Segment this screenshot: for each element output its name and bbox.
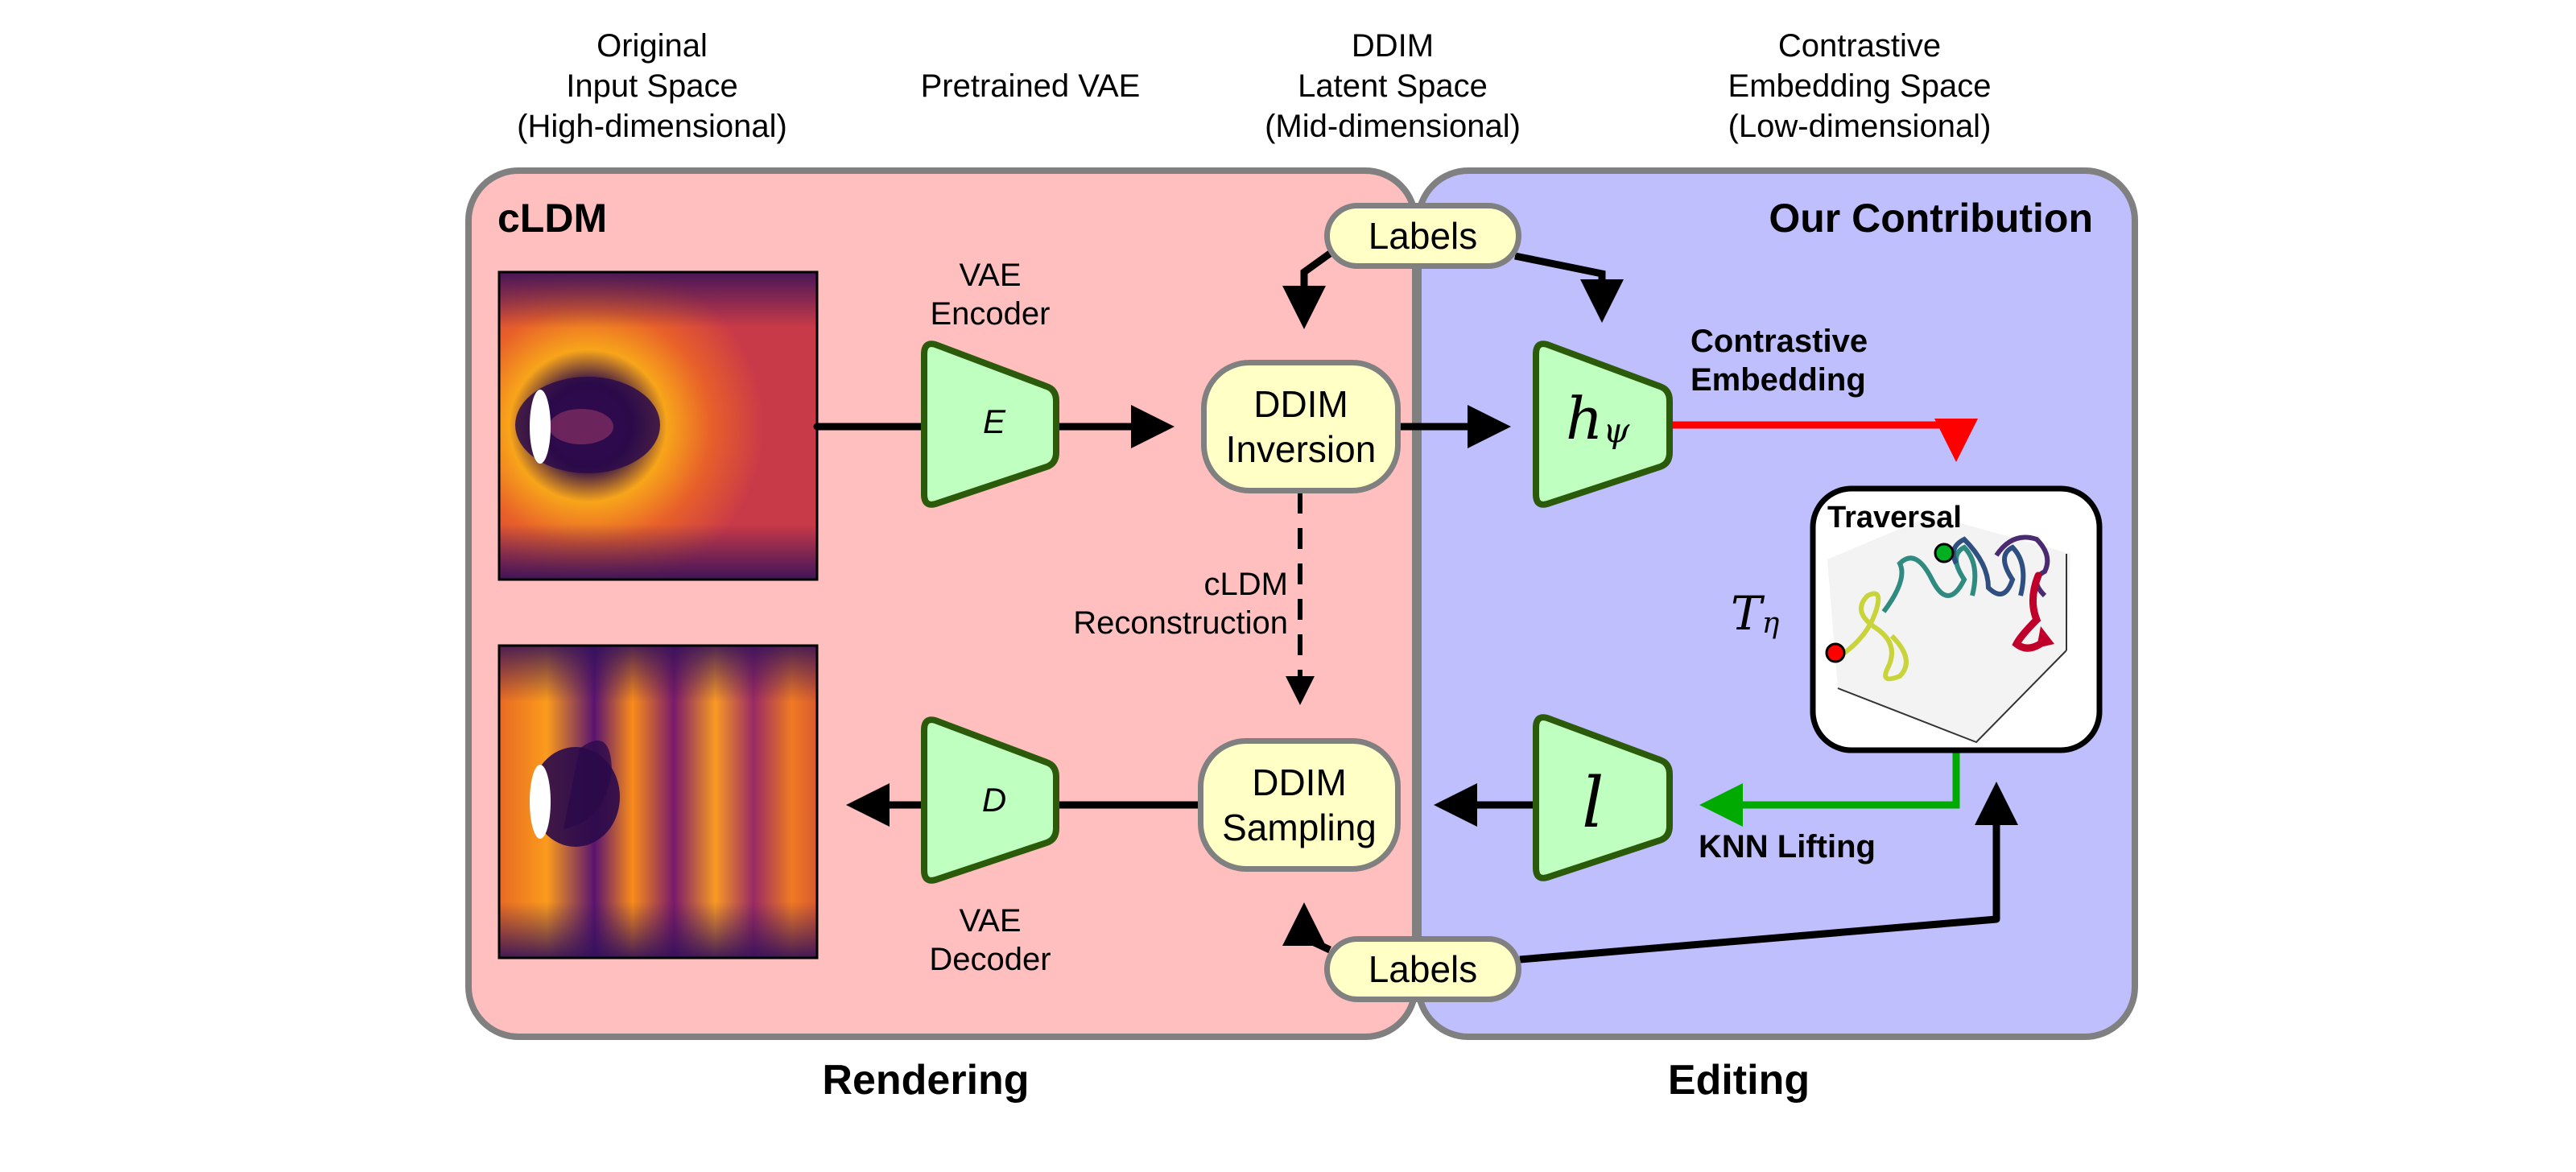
header-input-space: Original Input Space (High-dimensional) — [517, 28, 787, 144]
input-flow-field-image — [499, 272, 817, 580]
editing-footer: Editing — [1667, 1057, 1810, 1104]
trajectory-blue — [1951, 536, 2026, 596]
decoder-symbol: D — [981, 781, 1007, 819]
trajectory-teal — [1881, 544, 1978, 613]
encoder-symbol: E — [982, 402, 1005, 440]
decoder-caption: VAE Decoder — [929, 903, 1051, 977]
traversal-title: Traversal — [1827, 501, 1962, 534]
cldm-panel-title: cLDM — [497, 196, 608, 241]
labels-node-top[interactable]: Labels — [1324, 203, 1521, 269]
contrastive-symbol: hψ — [1566, 385, 1629, 452]
contribution-panel-title: Our Contribution — [1769, 196, 2093, 241]
output-flow-field-image — [499, 646, 817, 958]
ddim-inversion-node[interactable]: DDIM Inversion — [1201, 360, 1401, 493]
vae-encoder-block[interactable] — [921, 340, 1059, 508]
edge-labels-to-traversal — [1519, 782, 2018, 964]
trajectory-yellow — [1842, 591, 1909, 682]
end-point-marker — [1934, 543, 1955, 563]
edge-labels-to-inversion — [1282, 250, 1332, 329]
header-pretrained-vae: Pretrained VAE — [920, 68, 1141, 104]
edge-labels-to-embedding — [1514, 252, 1624, 323]
traversal-operator-subscript: η — [1761, 607, 1780, 641]
cylinder-obstacle — [530, 765, 551, 839]
header-embedding-space: Contrastive Embedding Space (Low-dimensi… — [1728, 28, 1992, 144]
start-point-marker — [1825, 642, 1846, 663]
header-latent-space: DDIM Latent Space (Mid-dimensional) — [1265, 28, 1521, 144]
edge-embedding-to-traversal — [1670, 419, 1978, 462]
traversal-operator-symbol: T — [1731, 586, 1762, 641]
lifting-symbol: l — [1582, 763, 1604, 844]
traversal-direction-arrow — [2012, 572, 2049, 652]
contrastive-embedding-caption: Contrastive Embedding — [1690, 324, 1868, 398]
cylinder-obstacle — [530, 390, 551, 464]
contrastive-symbol-subscript: ψ — [1603, 411, 1630, 451]
contrastive-symbol-main: h — [1566, 385, 1604, 452]
ddim-sampling-node[interactable]: DDIM Sampling — [1198, 738, 1401, 872]
knn-lifting-caption: KNN Lifting — [1699, 829, 1876, 865]
traversal-3d-plot — [1825, 515, 2070, 744]
edge-labels-to-sampling — [1282, 902, 1331, 954]
encoder-caption: VAE Encoder — [930, 258, 1051, 332]
knn-lifting-block[interactable] — [1533, 714, 1673, 881]
traversal-operator: Tη — [1731, 586, 1779, 641]
edge-traversal-to-lifting — [1699, 750, 1960, 827]
contrastive-embedding-block[interactable] — [1533, 340, 1673, 508]
labels-node-bottom[interactable]: Labels — [1324, 936, 1521, 1002]
vae-decoder-block[interactable] — [921, 716, 1059, 884]
rendering-footer: Rendering — [822, 1057, 1030, 1104]
reconstruction-label: cLDM Reconstruction — [1073, 567, 1288, 641]
